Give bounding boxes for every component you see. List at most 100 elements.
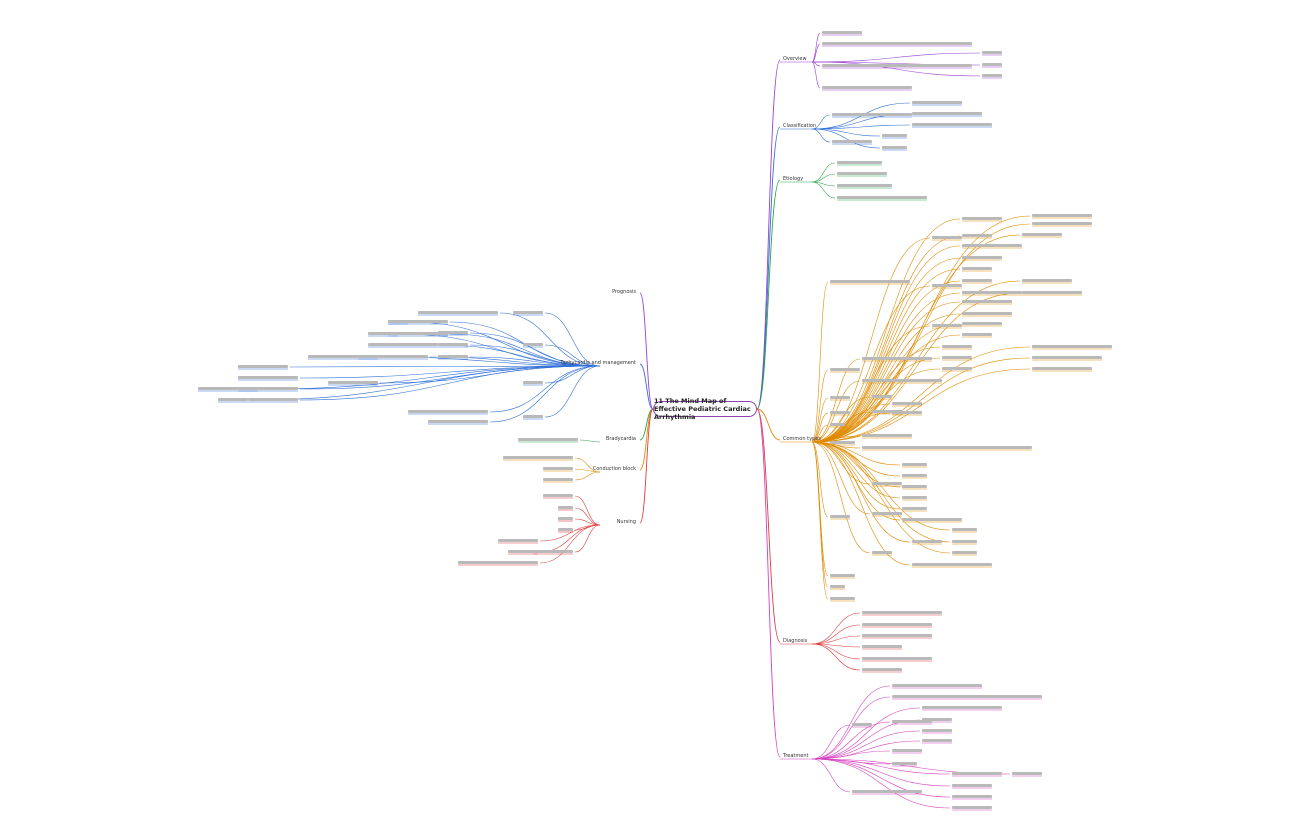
- leaf-l2-11: [358, 355, 428, 358]
- branch-r3[interactable]: Etiology: [783, 176, 804, 182]
- leaf-l2-5: [438, 331, 468, 334]
- leaf-l2-18: [238, 387, 298, 390]
- leaf-r4-36: [872, 512, 902, 515]
- leaf-r6-7: [922, 706, 1002, 709]
- branch-l5[interactable]: Nursing: [616, 519, 636, 525]
- leaf-r6-8: [922, 718, 952, 721]
- leaf-r4-14: [962, 234, 992, 237]
- leaf-r4-25: [862, 379, 942, 382]
- leaf-r4-31: [892, 402, 922, 405]
- leaf-r5-5: [862, 668, 902, 671]
- leaf-r3-3: [837, 196, 927, 199]
- leaf-r4-35: [872, 482, 902, 485]
- leaf-r4-30: [872, 410, 902, 413]
- leaf-r6-11: [952, 772, 1002, 775]
- leaf-r4-17: [962, 267, 992, 270]
- leaf-l2-17: [238, 376, 298, 379]
- leaf-r4-27: [942, 356, 972, 359]
- leaf-l5-3: [558, 528, 573, 531]
- branch-l3[interactable]: Bradycardia: [605, 436, 636, 442]
- leaf-l4-2: [543, 478, 573, 481]
- leaf-r6-13: [952, 795, 992, 798]
- leaf-r4-1: [830, 368, 860, 371]
- leaf-l2-12: [388, 320, 408, 323]
- leaf-r4-44: [912, 540, 942, 543]
- leaf-r4-34: [862, 446, 1032, 449]
- leaf-l5-1: [558, 506, 573, 509]
- branch-r5[interactable]: Diagnosis: [783, 638, 808, 644]
- leaf-r6-15: [1012, 772, 1042, 775]
- leaf-r3-2: [837, 184, 892, 187]
- leaf-r2-1: [832, 140, 872, 143]
- leaf-l2-15: [308, 355, 378, 358]
- branch-r6[interactable]: Treatment: [783, 753, 809, 759]
- leaf-l2-22: [408, 410, 488, 413]
- leaf-l2-13: [368, 332, 398, 335]
- leaf-l2-16: [238, 365, 288, 368]
- leaf-r4-37: [872, 551, 892, 554]
- leaf-r2-5: [882, 134, 907, 137]
- leaf-r2-3: [912, 112, 982, 115]
- leaf-l2-2: [523, 381, 543, 384]
- leaf-r4-26: [942, 345, 972, 348]
- leaf-r4-49: [1032, 214, 1092, 217]
- leaf-l5-2: [558, 517, 573, 520]
- leaf-r1-6: [982, 74, 1002, 77]
- leaf-l2-20: [198, 387, 258, 390]
- leaf-r4-55: [1032, 356, 1102, 359]
- leaf-r4-23: [962, 333, 992, 336]
- leaf-l2-8: [388, 320, 448, 323]
- leaf-r4-52: [1022, 279, 1072, 282]
- leaf-l2-23: [428, 420, 488, 423]
- branch-l2[interactable]: Tachycardia and management: [560, 360, 636, 366]
- leaf-r5-4: [862, 657, 932, 660]
- branch-r2[interactable]: Classification: [783, 123, 817, 129]
- leaf-r4-2: [830, 396, 850, 399]
- leaf-r6-4: [892, 720, 932, 723]
- leaf-r4-56: [1032, 367, 1092, 370]
- leaf-l2-4: [418, 311, 498, 314]
- leaf-r4-20: [962, 300, 1012, 303]
- leaf-r4-51: [1022, 233, 1062, 236]
- leaf-r1-5: [982, 63, 1002, 66]
- root-node[interactable]: 11 The Mind Map of Effective Pediatric C…: [653, 397, 757, 421]
- leaf-r4-21: [962, 312, 1012, 315]
- leaf-r6-5: [892, 749, 922, 752]
- leaf-r4-18: [962, 279, 992, 282]
- leaf-r4-11: [932, 284, 962, 287]
- leaf-r4-7: [830, 574, 855, 577]
- branch-r4[interactable]: Common types: [783, 436, 821, 442]
- leaf-r4-32: [892, 411, 922, 414]
- leaf-r4-9: [830, 597, 855, 600]
- leaf-r2-0: [832, 113, 912, 116]
- leaf-l2-10: [368, 343, 438, 346]
- leaf-l2-1: [523, 343, 543, 346]
- leaf-l3-0: [518, 438, 578, 441]
- leaf-l5-0: [543, 494, 573, 497]
- leaf-r4-42: [902, 507, 927, 510]
- branch-l4[interactable]: Conduction block: [592, 466, 636, 472]
- leaf-r6-6: [892, 762, 917, 765]
- leaf-l2-6: [438, 343, 468, 346]
- leaf-l5-7: [458, 561, 538, 564]
- leaf-r4-12: [932, 324, 962, 327]
- leaf-l4-1: [543, 467, 573, 470]
- leaf-r4-48: [952, 551, 977, 554]
- leaf-l2-14: [328, 381, 378, 384]
- leaf-r6-0: [852, 723, 872, 726]
- leaf-l5-5: [498, 539, 538, 542]
- leaf-r6-12: [952, 784, 992, 787]
- leaf-l2-0: [513, 311, 543, 314]
- leaf-r1-4: [982, 51, 1002, 54]
- leaf-l2-7: [438, 355, 468, 358]
- branch-l1[interactable]: Prognosis: [612, 289, 636, 295]
- leaf-r4-39: [902, 474, 927, 477]
- leaf-r4-28: [942, 367, 972, 370]
- leaf-r4-54: [1032, 345, 1112, 348]
- leaf-l2-21: [218, 398, 248, 401]
- branch-r1[interactable]: Overview: [783, 56, 807, 62]
- leaf-r4-4: [830, 423, 845, 426]
- leaf-r4-46: [952, 528, 977, 531]
